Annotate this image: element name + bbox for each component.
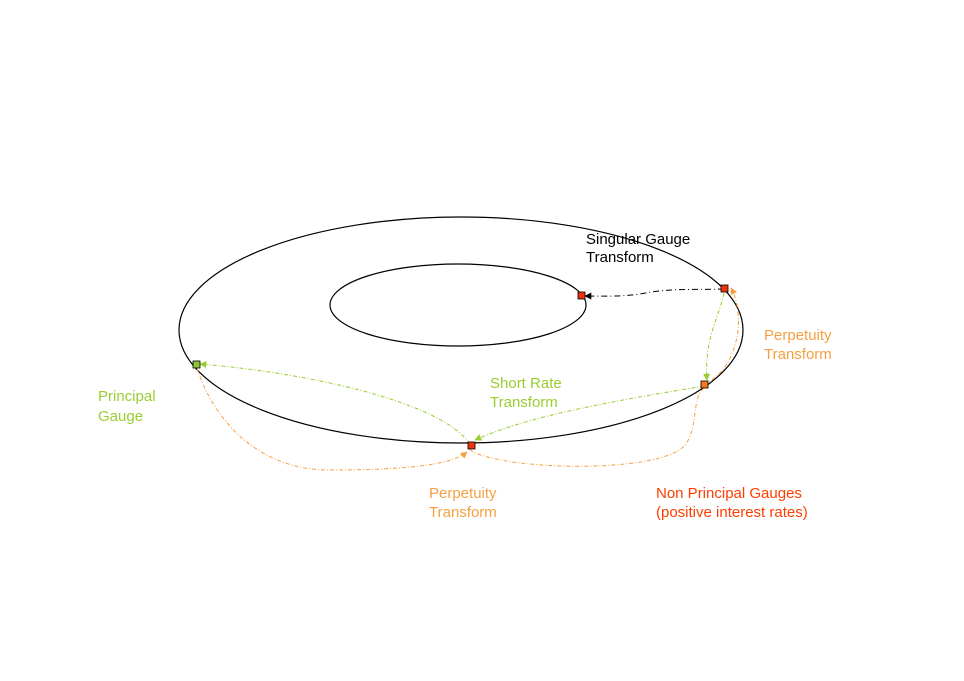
perpetuity-transform-bottom-arrow [469, 387, 705, 467]
label-non-principal-line2: (positive interest rates) [656, 504, 808, 521]
outer-ellipse [178, 216, 744, 444]
inner-ellipse [329, 263, 587, 347]
label-short-rate-line2: Transform [490, 394, 558, 411]
node-top-right [720, 284, 729, 293]
node-right [700, 380, 709, 389]
label-principal-gauge-line1: Principal [98, 388, 156, 405]
label-singular-gauge: Singular Gauge Transform [586, 231, 694, 266]
principal-gauge-arrow [199, 361, 471, 445]
label-short-rate-line1: Short Rate [490, 375, 562, 392]
label-non-principal-line1: Non Principal Gauges [656, 485, 802, 502]
label-short-rate: Short Rate Transform [490, 375, 566, 411]
label-non-principal-gauges: Non Principal Gauges (positive interest … [656, 485, 808, 521]
label-singular-gauge-line1: Singular Gauge [586, 231, 690, 248]
label-principal-gauge: Principal Gauge [98, 388, 160, 425]
label-singular-gauge-line2: Transform [586, 249, 654, 266]
perpetuity-transform-left-arrow [196, 367, 468, 471]
label-perpetuity-right-line2: Transform [764, 346, 832, 363]
label-perpetuity-right: Perpetuity Transform [764, 327, 836, 363]
label-perpetuity-bottom-line1: Perpetuity [429, 485, 497, 502]
singular-gauge-transform-arrow [584, 288, 725, 300]
perpetuity-transform-right-arrow [703, 287, 739, 385]
short-rate-transform-bottom-arrow [474, 385, 705, 441]
label-perpetuity-right-line1: Perpetuity [764, 327, 832, 344]
node-bottom [467, 441, 476, 450]
node-inner [577, 291, 586, 300]
label-principal-gauge-line2: Gauge [98, 408, 143, 425]
label-perpetuity-bottom-line2: Transform [429, 504, 497, 521]
short-rate-transform-right-arrow [703, 292, 725, 381]
label-perpetuity-bottom: Perpetuity Transform [429, 485, 501, 521]
node-principal-gauge [192, 360, 201, 369]
